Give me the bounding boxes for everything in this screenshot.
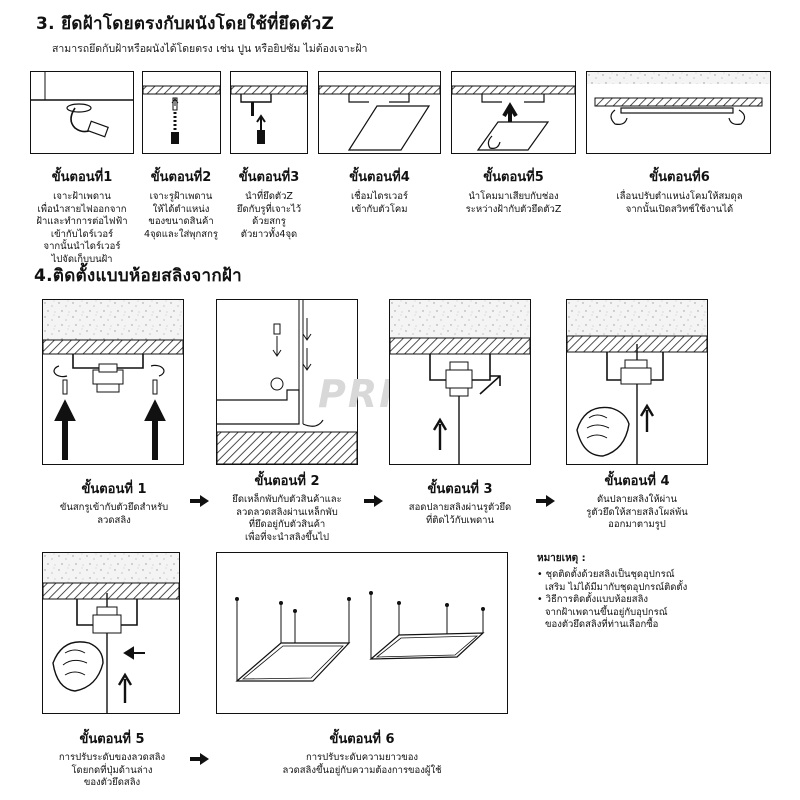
s4-step2-line: เพื่อที่จะนำสลิงขึ้นไป [244,531,330,543]
s3-step1-line: เพื่อนำสายไฟออกจาก [37,203,127,215]
s4-step4-title: ขั้นตอนที่ 4 [604,474,670,489]
s3-step1-line: จากนั้นนำไดร์เวอร์ [43,241,121,252]
s3-step4-desc: เชื่อมไดรเวอร์ เข้ากับตัวโคม [318,191,441,216]
s4-step5-text: ขั้นตอนที่ 5 การปรับระดับของลวดสลิง โดยก… [34,728,190,790]
s4-step6-line: ลวดสลิงขึ้นอยู่กับความต้องการของผู้ใช้ [282,764,442,776]
arrow-right-icon [190,752,210,766]
s3-step5-image [451,71,576,154]
section3-subtitle: สามารถยึดกับฝ้าหรือผนังได้โดยตรง เช่น ปู… [52,43,368,55]
s4-step2-line: ยึดเหล็กพับกับตัวสินค้าและ [232,494,342,505]
s3-step1-line: เข้ากับไดร์เวอร์ [50,228,114,240]
s3-step3-image [230,71,308,154]
note-body: • ชุดติดตั้งด้วยสลิงเป็นชุดอุปกรณ์ เสริม… [537,569,737,632]
s3-step1-line: ไปจัดเก็บบนฝ้า [51,253,113,265]
s4-step1-text: ขั้นตอนที่ 1 ขันสกรูเข้ากับตัวยึดสำหรับ … [34,478,194,527]
arrow-right-icon [190,494,210,508]
s3-step5-line: นำโคมมาเสียบกับช่อง [468,191,559,202]
s4-step6-title: ขั้นตอนที่ 6 [329,732,395,747]
s3-step3-line: ด้วยสกรู [252,216,286,227]
s4-step2-title: ขั้นตอนที่ 2 [254,474,320,489]
s3-step3-line: นำที่ยึดตัวZ [245,191,293,202]
s4-step5-line: โดยกดที่ปุ่มด้านล่าง [71,764,153,776]
s3-step2-text: ขั้นตอนที่2 เจาะรูฝ้าเพดาน ให้ได้ตำแหน่ง… [138,166,224,241]
s3-step2-title: ขั้นตอนที่2 [150,170,212,185]
s4-step3-text: ขั้นตอนที่ 3 สอดปลายสลิงผ่านรูตัวยึด ที่… [382,478,538,527]
s3-step3-text: ขั้นตอนที่3 นำที่ยึดตัวZ ยึดกับรูที่เจาะ… [226,166,312,241]
s4-step1-title: ขั้นตอนที่ 1 [81,482,147,497]
s3-step5-desc: นำโคมมาเสียบกับช่อง ระหว่างฝ้ากับตัวยึดต… [445,191,582,216]
s4-step4-image [566,299,708,465]
s4-step3-line: สอดปลายสลิงผ่านรูตัวยึด [408,502,512,513]
s4-step3-title: ขั้นตอนที่ 3 [427,482,493,497]
s4-step4-line: รูตัวยึดให้สายสลิงโผล่พ้น [586,506,688,518]
s3-step4-image [318,71,441,154]
s3-step2-line: ของขนาดสินค้า [148,216,214,227]
s3-step2-desc: เจาะรูฝ้าเพดาน ให้ได้ตำแหน่ง ของขนาดสินค… [138,191,224,241]
s3-step1-text: ขั้นตอนที่1 เจาะฝ้าเพดาน เพื่อนำสายไฟออก… [26,166,138,266]
s3-step4-text: ขั้นตอนที่4 เชื่อมไดรเวอร์ เข้ากับตัวโคม [318,166,441,216]
note-line: ของตัวยึดสลิงที่ท่านเลือกซื้อ [545,619,659,630]
section3-title: 3. ยึดฝ้าโดยตรงกับผนังโดยใช้ที่ยึดตัวZ [36,14,335,34]
s3-step4-line: เข้ากับตัวโคม [351,203,408,215]
s4-step5-image [42,552,180,714]
s4-step6-line: การปรับระดับความยาวของ [305,752,419,763]
s3-step6-line: เลื่อนปรับตำแหน่งโคมให้สมดุล [616,191,743,202]
s3-step1-image [30,71,134,154]
s4-step3-desc: สอดปลายสลิงผ่านรูตัวยึด ที่ติดไว้กับเพดา… [382,502,538,527]
s4-step2-line: ลวดลวดสลิงผ่านเหล็กพับ [236,506,338,518]
s3-step6-desc: เลื่อนปรับตำแหน่งโคมให้สมดุล จากนั้นเปิด… [592,191,767,216]
s3-step3-title: ขั้นตอนที่3 [238,170,300,185]
s4-step5-line: ของตัวยึดสลิง [83,777,141,788]
s3-step6-text: ขั้นตอนที่6 เลื่อนปรับตำแหน่งโคมให้สมดุล… [592,166,767,216]
s3-step6-image [586,71,771,154]
arrow-right-icon [536,494,556,508]
s4-step3-line: ที่ติดไว้กับเพดาน [425,514,494,526]
s4-step1-image [42,299,184,465]
note-line: • วิธีการติดตั้งแบบห้อยสลิง [537,594,649,605]
s4-step6-desc: การปรับระดับความยาวของ ลวดสลิงขึ้นอยู่กั… [236,752,488,777]
note-line: จากฝ้าเพดานขึ้นอยู่กับอุปกรณ์ [545,606,668,618]
s3-step2-line: ให้ได้ตำแหน่ง [152,203,210,215]
s3-step5-line: ระหว่างฝ้ากับตัวยึดตัวZ [465,203,562,215]
s4-step5-desc: การปรับระดับของลวดสลิง โดยกดที่ปุ่มด้านล… [34,752,190,790]
s3-step1-line: เจาะฝ้าเพดาน [53,191,111,202]
s3-step4-line: เชื่อมไดรเวอร์ [350,191,409,202]
s4-step2-image [216,299,358,465]
s4-step3-image [389,299,531,465]
s4-step1-desc: ขันสกรูเข้ากับตัวยึดสำหรับ ลวดสลิง [34,502,194,527]
note-line: เสริม ไม่ได้มีมากับชุดอุปกรณ์ติดตั้ง [545,581,688,593]
note-box: หมายเหตุ : • ชุดติดตั้งด้วยสลิงเป็นชุดอุ… [537,551,737,632]
s3-step3-line: ยึดกับรูที่เจาะไว้ [236,203,302,215]
s4-step6-text: ขั้นตอนที่ 6 การปรับระดับความยาวของ ลวดส… [236,728,488,777]
arrow-right-icon [364,494,384,508]
s3-step4-title: ขั้นตอนที่4 [349,170,410,185]
s3-step5-title: ขั้นตอนที่5 [483,170,544,185]
s4-step5-title: ขั้นตอนที่ 5 [79,732,145,747]
s3-step2-line: เจาะรูฝ้าเพดาน [149,191,213,202]
s3-step5-text: ขั้นตอนที่5 นำโคมมาเสียบกับช่อง ระหว่างฝ… [445,166,582,216]
s3-step1-desc: เจาะฝ้าเพดาน เพื่อนำสายไฟออกจาก ฝ้าและทำ… [26,191,138,266]
s4-step1-line: ขันสกรูเข้ากับตัวยึดสำหรับ [59,502,169,513]
s4-step4-desc: ดันปลายสลิงให้ผ่าน รูตัวยึดให้สายสลิงโผล… [558,494,716,532]
s3-step3-line: ตัวยาวทั้ง4จุด [240,228,298,240]
s4-step1-line: ลวดสลิง [97,514,131,526]
note-line: • ชุดติดตั้งด้วยสลิงเป็นชุดอุปกรณ์ [537,569,675,580]
s3-step6-line: จากนั้นเปิดสวิทช์ใช้งานได้ [625,203,734,215]
s4-step5-line: การปรับระดับของลวดสลิง [58,752,166,763]
s3-step1-title: ขั้นตอนที่1 [51,170,113,185]
s4-step4-line: ออกมาตามรูป [608,519,666,530]
section4-title: 4.ติดตั้งแบบห้อยสลิงจากฝ้า [34,266,243,286]
note-title: หมายเหตุ : [537,553,586,564]
s3-step2-line: 4จุดและใส่พุกสกรู [144,228,218,240]
s3-step2-image [142,71,221,154]
s3-step6-title: ขั้นตอนที่6 [649,170,710,185]
s4-step2-desc: ยึดเหล็กพับกับตัวสินค้าและ ลวดลวดสลิงผ่า… [206,494,368,544]
s3-step3-desc: นำที่ยึดตัวZ ยึดกับรูที่เจาะไว้ ด้วยสกรู… [226,191,312,241]
s4-step6-image [216,552,508,714]
s4-step2-text: ขั้นตอนที่ 2 ยึดเหล็กพับกับตัวสินค้าและ … [206,470,368,544]
s4-step4-text: ขั้นตอนที่ 4 ดันปลายสลิงให้ผ่าน รูตัวยึด… [558,470,716,532]
s4-step2-line: ที่ยึดอยู่กับตัวสินค้า [248,519,326,530]
s4-step4-line: ดันปลายสลิงให้ผ่าน [597,494,677,505]
s3-step1-line: ฝ้าและทำการต่อไฟฟ้า [36,216,128,227]
